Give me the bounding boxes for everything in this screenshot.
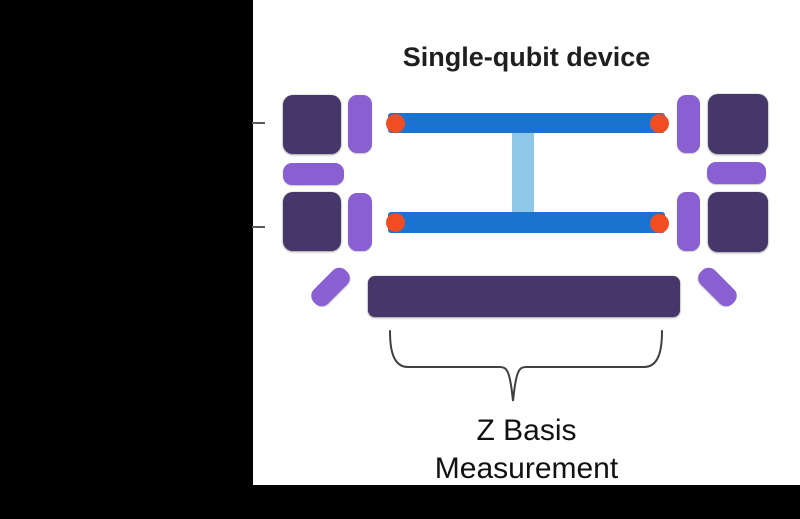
coupler-horizontal-right bbox=[707, 162, 766, 184]
qubit-pad-top-left bbox=[283, 95, 341, 154]
junction-dot-bottom-left bbox=[386, 213, 405, 232]
coupler-vertical-bottom-right bbox=[677, 192, 700, 251]
coupler-horizontal-left bbox=[283, 163, 344, 185]
bus-coupler bbox=[512, 130, 534, 215]
measurement-label: Z Basis Measurement bbox=[253, 412, 800, 488]
figure-title: Single-qubit device bbox=[402, 42, 651, 72]
tick-mark-top bbox=[252, 122, 265, 124]
coupler-diagonal-left bbox=[307, 264, 354, 310]
bottom-black-mask bbox=[0, 485, 800, 519]
qubit-pad-top-right bbox=[708, 94, 768, 154]
resonator-bottom bbox=[388, 212, 665, 233]
coupler-vertical-top-left bbox=[348, 95, 372, 153]
coupler-vertical-top-right bbox=[677, 95, 700, 153]
junction-dot-bottom-right bbox=[650, 214, 669, 233]
junction-dot-top-left bbox=[386, 114, 405, 133]
resonator-top bbox=[388, 113, 665, 133]
left-black-mask bbox=[0, 0, 253, 519]
qubit-pad-bottom-right bbox=[708, 192, 768, 252]
underbrace bbox=[389, 330, 663, 402]
measurement-label-line1: Z Basis bbox=[476, 414, 577, 447]
qubit-pad-bottom-left bbox=[283, 192, 341, 251]
tick-mark-bottom bbox=[252, 226, 265, 228]
junction-dot-top-right bbox=[650, 114, 669, 133]
coupler-diagonal-right bbox=[694, 264, 741, 310]
measurement-label-line2: Measurement bbox=[434, 452, 619, 485]
coupler-vertical-bottom-left bbox=[348, 193, 372, 251]
readout-bar bbox=[368, 276, 680, 317]
